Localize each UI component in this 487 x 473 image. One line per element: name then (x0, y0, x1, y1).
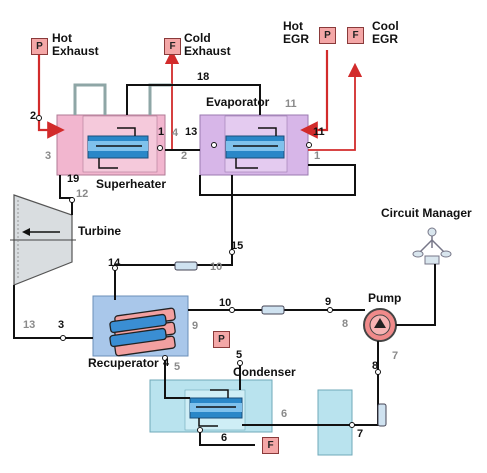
port-4-superheater: 4 (172, 127, 179, 139)
hot-egr-pressure-port[interactable]: P (319, 27, 336, 44)
turbine-block[interactable] (10, 194, 76, 286)
node-11-evaporator: 11 (313, 126, 325, 138)
hot-exhaust-pressure-port[interactable]: P (31, 38, 48, 55)
node-9: 9 (325, 296, 332, 308)
hot-exhaust-text: Hot Exhaust (52, 31, 99, 58)
node-2-top: 2 (30, 110, 37, 122)
condenser-label: Condenser (233, 365, 296, 379)
cold-exhaust-label: Cold Exhaust (184, 32, 231, 58)
hot-egr-label: Hot EGR (283, 20, 309, 46)
flow-sensor-10-top (174, 261, 198, 271)
condenser-block[interactable] (149, 379, 353, 456)
node-13-evaporator: 13 (185, 126, 198, 138)
node-3: 3 (58, 319, 65, 331)
node-7: 7 (357, 428, 364, 440)
superheater-block[interactable] (56, 114, 166, 176)
condenser-flow-port[interactable]: F (262, 437, 279, 454)
port-12: 12 (76, 188, 89, 200)
port-3-superheater: 3 (45, 150, 52, 162)
port-1-evaporator: 1 (314, 150, 321, 162)
superheater-grey-loop (73, 83, 107, 115)
cold-exhaust-text: Cold Exhaust (184, 31, 231, 58)
port-13: 13 (23, 319, 36, 331)
circuit-manager-icon[interactable] (412, 227, 452, 265)
superheater-label: Superheater (96, 177, 167, 191)
node-8: 8 (372, 360, 379, 372)
cold-exhaust-pipe (164, 49, 180, 151)
cold-exhaust-flow-port[interactable]: F (164, 38, 181, 55)
hot-exhaust-pipe (37, 50, 65, 139)
recuperator-block[interactable] (92, 295, 189, 357)
port-2-evaporator: 2 (181, 150, 188, 162)
turbine-label: Turbine (78, 224, 122, 238)
node-1-superheater: 1 (158, 126, 165, 138)
port-5-recuperator: 5 (174, 361, 181, 373)
port-6-condenser: 6 (281, 408, 288, 420)
node-6: 6 (221, 432, 228, 444)
node-18: 18 (197, 71, 210, 83)
node-10-mid: 10 (219, 297, 232, 309)
port-8-pump: 8 (342, 318, 349, 330)
node-15: 15 (231, 240, 244, 252)
cool-egr-flow-port[interactable]: F (347, 27, 364, 44)
evaporator-block[interactable] (199, 114, 309, 176)
cool-egr-label: Cool EGR (372, 20, 399, 46)
pump-block[interactable] (363, 308, 397, 342)
condenser-pressure-port[interactable]: P (213, 331, 230, 348)
flow-sensor-condenser-out (377, 403, 387, 427)
node-4: 4 (163, 357, 170, 369)
circuit-manager-label: Circuit Manager (381, 206, 472, 220)
port-11-evaporator: 11 (285, 98, 297, 110)
node-14: 14 (108, 257, 121, 269)
junction-dots (36, 115, 381, 433)
working-fluid-lines (13, 84, 436, 446)
recuperator-label: Recuperator (88, 356, 159, 370)
cool-egr-text: Cool EGR (372, 19, 399, 46)
superheater-grey-loop-2 (148, 83, 172, 115)
flow-sensor-10-mid (261, 305, 285, 315)
port-9-recuperator: 9 (192, 320, 199, 332)
pump-label: Pump (368, 291, 402, 305)
evaporator-label: Evaporator (206, 95, 270, 109)
hot-egr-text: Hot EGR (283, 19, 310, 46)
node-5: 5 (236, 349, 243, 361)
port-7-pump: 7 (392, 350, 399, 362)
cool-egr-pipe (308, 62, 363, 151)
port-10-top: 10 (210, 261, 223, 273)
hot-egr-pipe (300, 50, 329, 139)
node-19: 19 (67, 173, 80, 185)
hot-exhaust-label: Hot Exhaust (52, 32, 99, 58)
